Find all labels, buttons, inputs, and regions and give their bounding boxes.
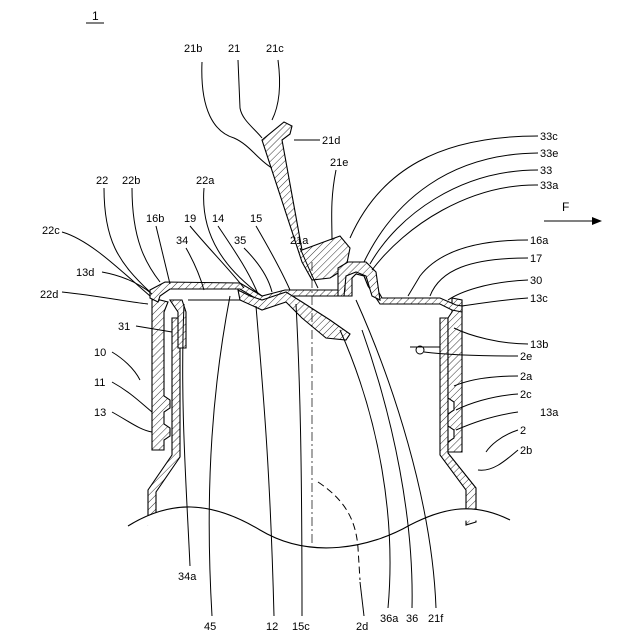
- leader-21b: [202, 62, 272, 168]
- label-22: 22: [96, 175, 108, 187]
- leader-22: [104, 188, 150, 292]
- label-21a: 21a: [290, 235, 309, 247]
- label-16a: 16a: [530, 235, 549, 247]
- label-10: 10: [94, 347, 106, 359]
- label-35: 35: [234, 235, 246, 247]
- leader-33a: [372, 185, 538, 270]
- leader-22b: [132, 188, 160, 282]
- label-16b: 16b: [146, 213, 164, 225]
- leader-2: [486, 430, 518, 452]
- leader-22c: [62, 232, 150, 296]
- label-33a: 33a: [540, 180, 559, 192]
- label-22d: 22d: [40, 289, 58, 301]
- label-11: 11: [94, 377, 105, 389]
- bottle-cut-line: [128, 507, 510, 548]
- label-31: 31: [118, 321, 130, 333]
- hinge-link: [238, 290, 350, 340]
- leader-33e: [364, 153, 538, 262]
- leader-22a: [204, 188, 262, 296]
- label-2a: 2a: [520, 371, 533, 383]
- label-36: 36: [406, 613, 418, 625]
- leader-11: [112, 382, 152, 412]
- label-30: 30: [530, 275, 542, 287]
- leader-2a: [454, 376, 518, 386]
- label-21c: 21c: [266, 43, 284, 55]
- leader-17: [430, 258, 528, 296]
- leader-21c: [272, 60, 280, 120]
- leader-21e: [332, 170, 336, 240]
- label-22b: 22b: [122, 175, 140, 187]
- label-2d: 2d: [356, 621, 368, 633]
- label-17: 17: [530, 253, 542, 265]
- label-21f: 21f: [428, 613, 444, 625]
- leader-13a: [456, 412, 518, 430]
- label-2c: 2c: [520, 389, 532, 401]
- label-13c: 13c: [530, 293, 548, 305]
- leader-2e: [424, 352, 518, 356]
- label-14: 14: [212, 213, 224, 225]
- label-13: 13: [94, 407, 106, 419]
- leader-30: [448, 280, 528, 300]
- leader-2b: [478, 450, 518, 470]
- label-15c: 15c: [292, 621, 310, 633]
- leader-2d: [360, 582, 364, 616]
- label-34: 34: [176, 235, 188, 247]
- label-12: 12: [266, 621, 278, 633]
- label-34a: 34a: [178, 571, 197, 583]
- leader-36a: [340, 330, 390, 608]
- direction-label: F: [562, 200, 569, 214]
- label-21d: 21d: [322, 135, 340, 147]
- label-13a: 13a: [540, 407, 559, 419]
- leader-13c: [462, 298, 528, 306]
- label-13d: 13d: [76, 267, 94, 279]
- label-22a: 22a: [196, 175, 215, 187]
- direction-arrow-head: [592, 217, 602, 225]
- label-2: 2: [520, 425, 526, 437]
- label-2e: 2e: [520, 351, 532, 363]
- label-33c: 33c: [540, 131, 558, 143]
- leader-13: [112, 412, 152, 432]
- label-21e: 21e: [330, 157, 348, 169]
- label-21b: 21b: [184, 43, 202, 55]
- label-33e: 33e: [540, 148, 558, 160]
- cap-skirt-left: [152, 298, 170, 450]
- leader-10: [112, 352, 140, 380]
- leader-33: [370, 170, 538, 264]
- label-19: 19: [184, 213, 196, 225]
- label-33: 33: [540, 165, 552, 177]
- label-15: 15: [250, 213, 262, 225]
- leader-22d: [62, 292, 148, 304]
- leader-36: [362, 330, 412, 608]
- leader-15: [256, 226, 290, 290]
- figure-number: 1: [92, 9, 99, 23]
- label-2b: 2b: [520, 445, 532, 457]
- leader-45: [209, 296, 230, 616]
- leader-2c: [456, 394, 518, 410]
- leader-15c: [296, 304, 302, 616]
- leader-13b: [454, 328, 528, 344]
- leader-21: [238, 60, 262, 138]
- label-21: 21: [228, 43, 240, 55]
- label-13b: 13b: [530, 339, 548, 351]
- leader-16a: [408, 240, 528, 296]
- leader-16b: [156, 226, 170, 284]
- leader-12: [256, 306, 274, 616]
- label-22c: 22c: [42, 225, 60, 237]
- label-45: 45: [204, 621, 216, 633]
- label-36a: 36a: [380, 613, 399, 625]
